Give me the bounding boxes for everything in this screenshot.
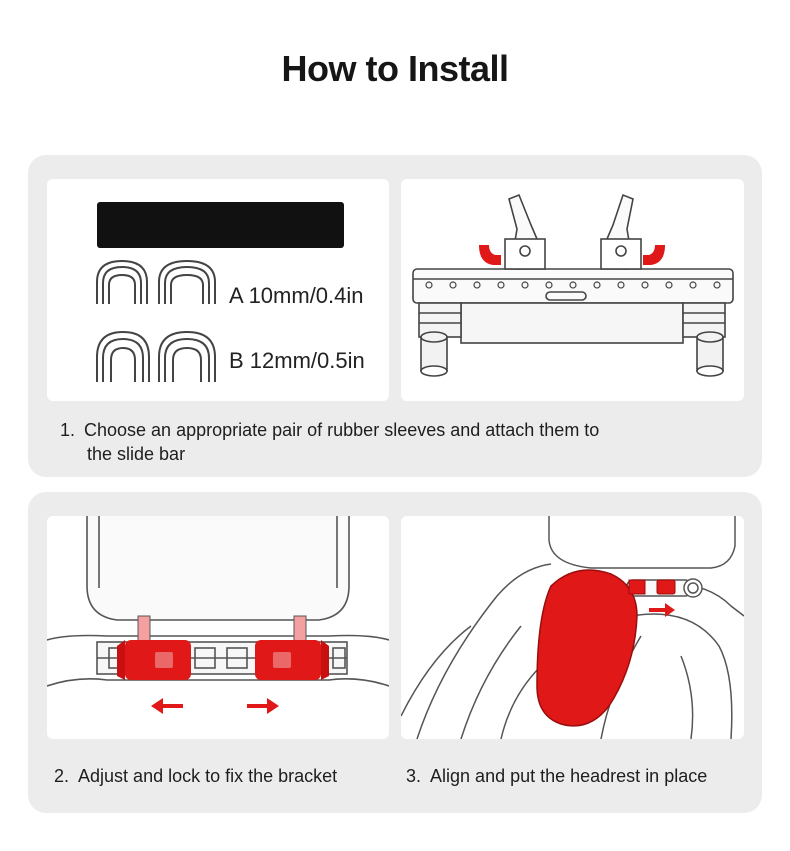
step-1-number: 1. — [60, 420, 76, 440]
slide-bar-panel — [401, 179, 744, 401]
bracket-lock-illustration — [47, 516, 389, 714]
red-sleeve-left — [479, 245, 501, 265]
slide-bar-strip — [97, 202, 344, 248]
sleeve-a-label: A 10mm/0.4in — [229, 283, 364, 308]
rubber-sleeves-panel: A 10mm/0.4in B 12mm/0.5in — [47, 179, 389, 401]
arrow-left-icon — [151, 698, 183, 714]
step-1-instruction: 1. Choose an appropriate pair of rubber s… — [60, 418, 740, 466]
step-2-number: 2. — [54, 766, 70, 786]
sleeve-group-b — [96, 330, 216, 382]
arrow-right-icon — [247, 698, 279, 714]
page-title: How to Install — [281, 48, 510, 89]
step-3-instruction: 3. Align and put the headrest in place — [406, 764, 707, 788]
step-1-text-line1: Choose an appropriate pair of rubber sle… — [84, 420, 600, 440]
step-3-text: Align and put the headrest in place — [430, 766, 708, 786]
step-2-text: Adjust and lock to fix the bracket — [78, 766, 338, 786]
bracket-lock-panel — [47, 516, 389, 739]
arrow-right-icon — [649, 603, 675, 617]
sleeve-group-a — [96, 259, 216, 304]
headrest-placement-illustration — [401, 516, 744, 739]
headrest-placement-panel — [401, 516, 744, 739]
step-3-number: 3. — [406, 766, 422, 786]
sleeve-b-label: B 12mm/0.5in — [229, 348, 365, 373]
red-bracket-left — [117, 640, 191, 680]
step-2-instruction: 2. Adjust and lock to fix the bracket — [54, 764, 337, 788]
red-bracket-right — [255, 640, 329, 680]
step-1-text-line2: the slide bar — [87, 444, 186, 464]
red-sleeve-right — [643, 245, 665, 265]
red-headrest-pillow — [536, 569, 638, 727]
slide-bar-illustration — [412, 193, 734, 377]
rubber-sleeves-illustration: A 10mm/0.4in B 12mm/0.5in — [96, 202, 365, 382]
